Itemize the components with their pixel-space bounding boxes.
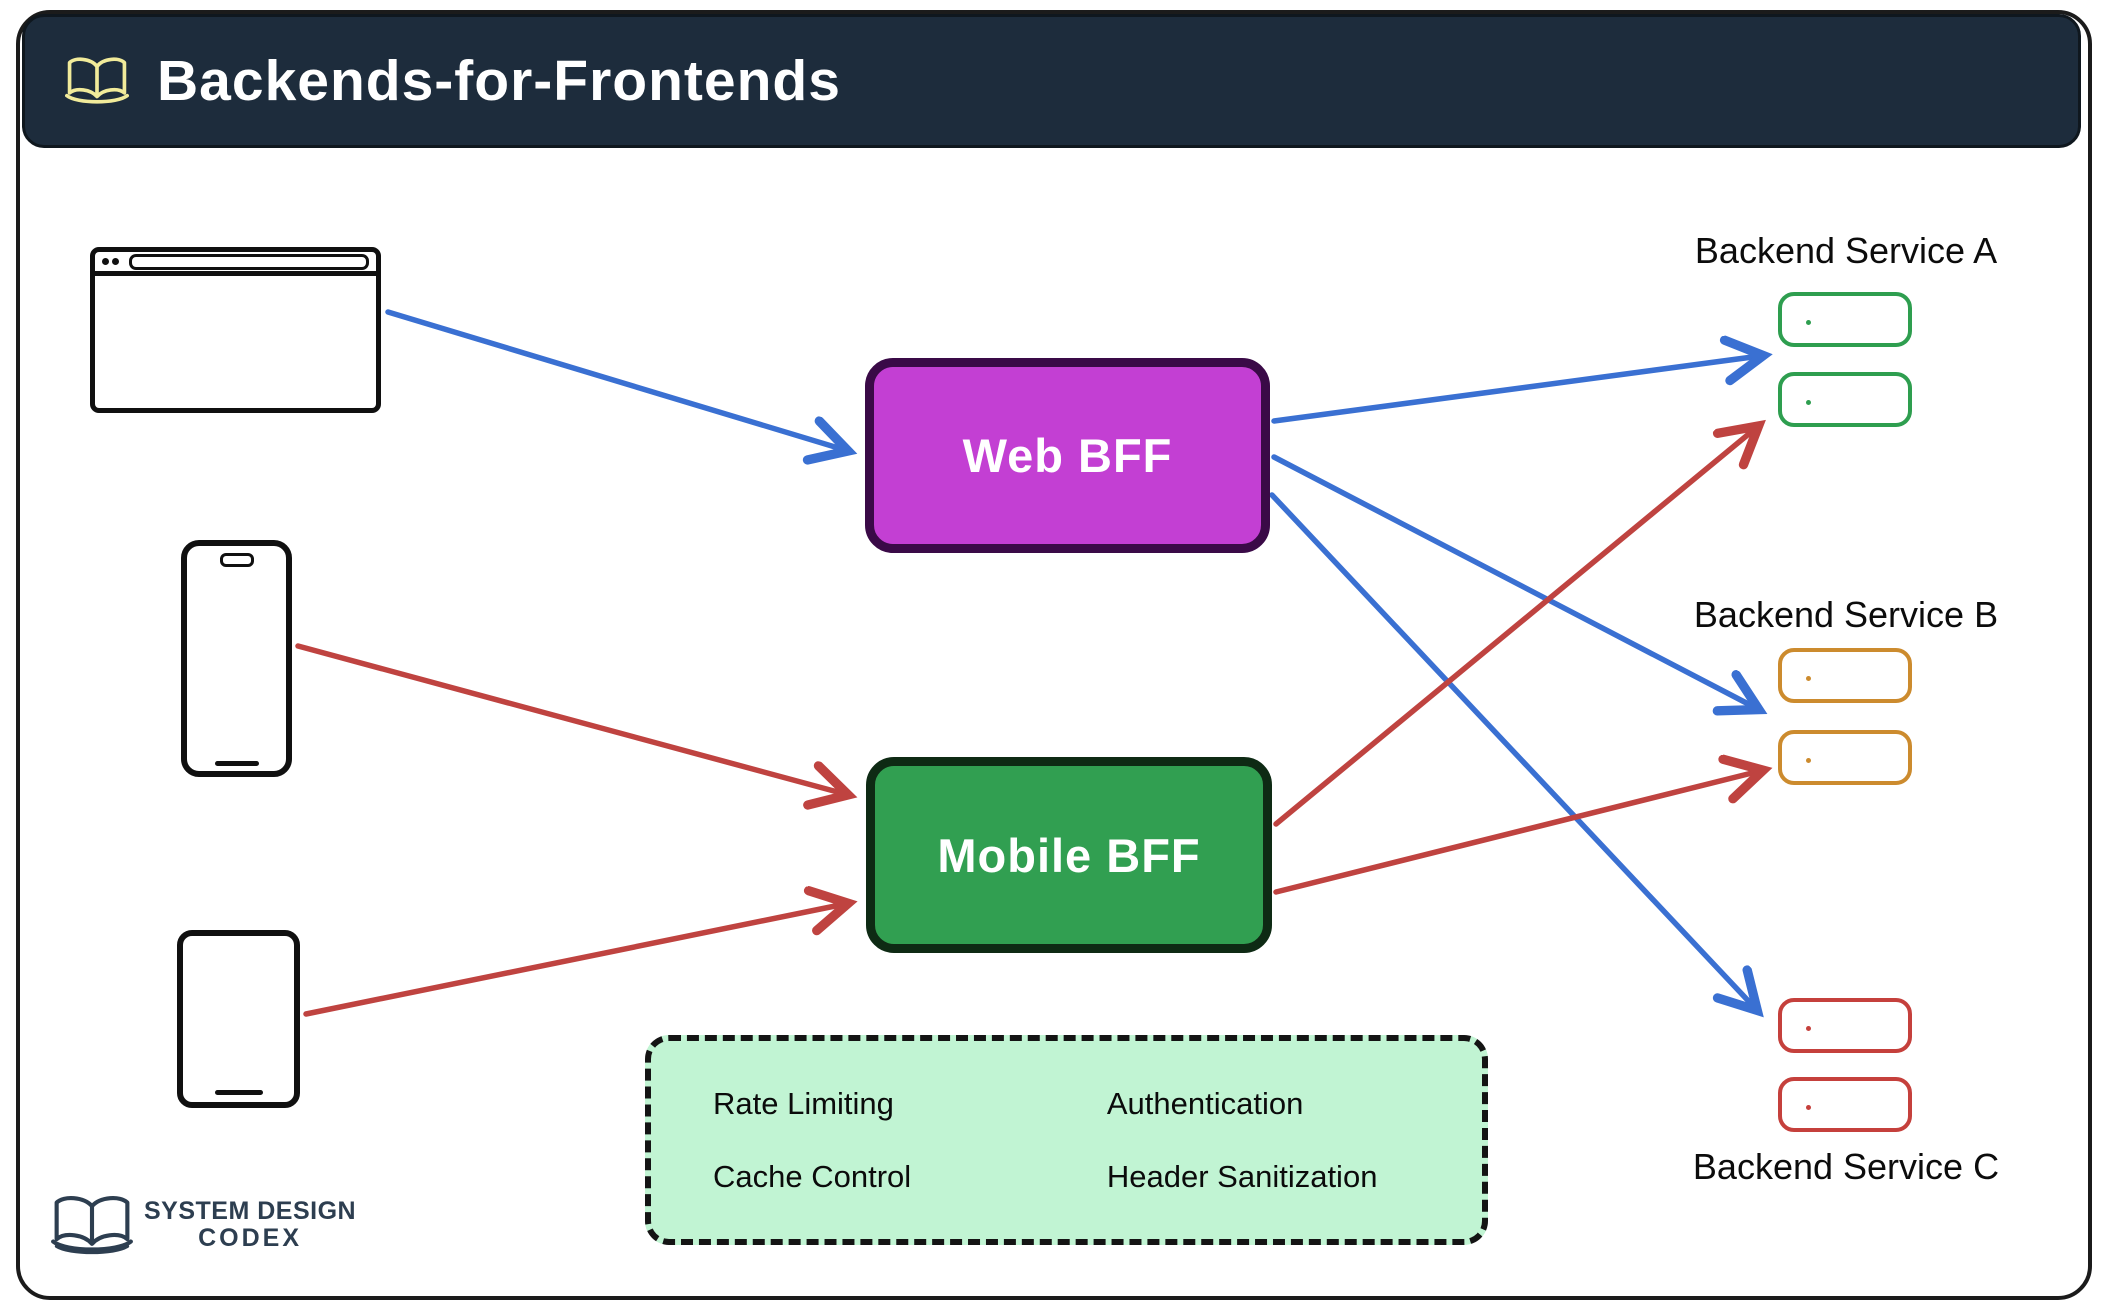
backend-service-c-label: Backend Service C <box>1692 1146 2000 1187</box>
web-browser-icon <box>90 247 381 413</box>
brand-line-1: SYSTEM DESIGN <box>144 1197 357 1225</box>
browser-dot <box>102 258 109 265</box>
feature-header-sanitization: Header Sanitization <box>1106 1158 1378 1194</box>
backend-service-b-label: Backend Service B <box>1693 594 1999 635</box>
phone-camera-notch <box>219 553 254 567</box>
browser-toolbar <box>95 252 376 276</box>
mobile-phone-icon <box>181 540 292 777</box>
service-a-instance-1 <box>1778 292 1912 347</box>
web-bff-label: Web BFF <box>962 429 1173 482</box>
mobile-bff-label: Mobile BFF <box>937 828 1201 882</box>
service-a-instance-2 <box>1778 372 1912 427</box>
service-c-instance-2 <box>1778 1077 1912 1132</box>
phone-home-bar <box>214 761 259 766</box>
bff-features-box: Rate Limiting Authentication Cache Contr… <box>645 1035 1488 1245</box>
title-bar: Backends-for-Frontends <box>22 14 2081 148</box>
brand-logo: SYSTEM DESIGN CODEX <box>48 1192 356 1258</box>
open-book-icon <box>51 1196 133 1255</box>
open-book-icon <box>65 57 129 104</box>
mobile-bff-node: Mobile BFF <box>866 757 1272 953</box>
browser-address-bar <box>129 253 369 270</box>
service-c-instance-1 <box>1778 998 1912 1053</box>
tablet-icon <box>177 930 300 1108</box>
page-title: Backends-for-Frontends <box>157 49 841 113</box>
feature-cache-control: Cache Control <box>713 1158 912 1194</box>
feature-rate-limiting: Rate Limiting <box>713 1085 894 1121</box>
backend-service-a-label: Backend Service A <box>1694 230 1998 271</box>
browser-dot <box>112 258 119 265</box>
service-b-instance-2 <box>1778 730 1912 785</box>
brand-logo-text: SYSTEM DESIGN CODEX <box>144 1198 356 1252</box>
web-bff-node: Web BFF <box>865 358 1270 553</box>
feature-authentication: Authentication <box>1106 1085 1304 1121</box>
service-b-instance-1 <box>1778 648 1912 703</box>
tablet-home-bar <box>214 1090 263 1095</box>
brand-line-2: CODEX <box>198 1224 302 1252</box>
